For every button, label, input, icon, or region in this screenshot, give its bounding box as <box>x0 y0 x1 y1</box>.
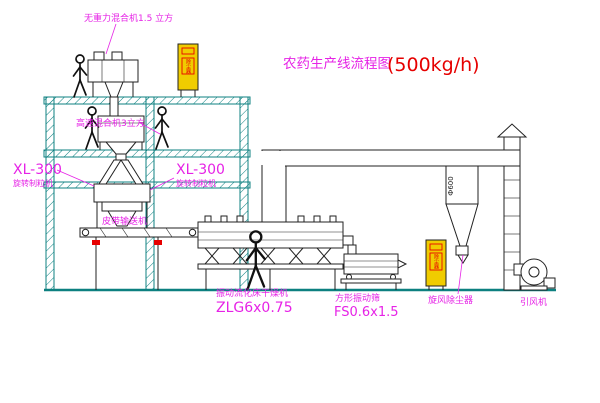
label-top-mixer: 无重力混合机1.5 立方 <box>84 12 173 24</box>
person-second-floor-right <box>154 106 170 150</box>
label-screen-name: 方形振动筛 <box>335 292 380 304</box>
control-cabinet-right: 除尘器 <box>425 239 447 290</box>
induced-draft-fan <box>513 258 556 291</box>
leader-lines <box>56 23 464 295</box>
vibrating-screen <box>340 253 408 290</box>
rotary-granulator <box>93 159 151 228</box>
label-dryer-model: ZLG6x0.75 <box>216 300 293 316</box>
diagram-title: 农药生产线流程图 <box>283 56 391 72</box>
label-granulator-mid-model: XL-300 <box>176 162 225 178</box>
conveyor-base-block-2 <box>154 240 162 245</box>
label-cyclone: 旋风除尘器 <box>428 294 473 306</box>
cabinet-top-lamp <box>181 47 195 55</box>
top-mixer <box>87 51 139 117</box>
label-high-speed-mixer: 高速混合机3立方 <box>76 117 145 129</box>
diagram-title-capacity: (500kg/h) <box>387 54 480 76</box>
label-fan: 引风机 <box>520 296 547 308</box>
belt-conveyor <box>79 227 199 290</box>
main-duct <box>279 149 521 167</box>
dryer-springs <box>204 247 332 265</box>
column-left <box>45 96 55 291</box>
screen-outlet <box>397 259 408 269</box>
cabinet-right-lamp <box>429 243 443 251</box>
cabinet-right-label: 除尘器 <box>433 253 439 270</box>
fluid-bed-dryer <box>197 215 357 290</box>
feed-pipe-left <box>98 159 122 185</box>
cyclone-separator: Ф600 <box>445 165 479 264</box>
cabinet-top-panel <box>181 57 195 75</box>
label-granulator-left-name: 旋转制粒机 <box>13 178 53 188</box>
label-granulator-mid-name: 旋转制粒机 <box>176 178 216 188</box>
person-top-floor <box>72 54 88 98</box>
exhaust-stack <box>496 123 528 291</box>
stack-rain-cap <box>496 123 528 138</box>
control-cabinet-top: 除尘器 <box>177 43 199 97</box>
label-screen-model: FS0.6x1.5 <box>334 305 399 320</box>
dryer-outlet <box>342 235 354 246</box>
high-speed-mixer <box>97 115 145 161</box>
label-dryer-name: 振动流化床干燥机 <box>216 287 288 299</box>
cabinet-right-panel <box>429 252 443 271</box>
cabinet-top-label: 除尘器 <box>185 58 191 75</box>
people <box>72 54 266 291</box>
feed-pipe-right <box>120 159 144 185</box>
label-belt-conveyor: 皮带输送机 <box>102 215 147 227</box>
label-granulator-left-model: XL-300 <box>13 162 62 178</box>
exhaust-ductwork <box>261 149 521 223</box>
cyclone-size-label: Ф600 <box>447 176 455 195</box>
conveyor-base-block-1 <box>92 240 100 245</box>
